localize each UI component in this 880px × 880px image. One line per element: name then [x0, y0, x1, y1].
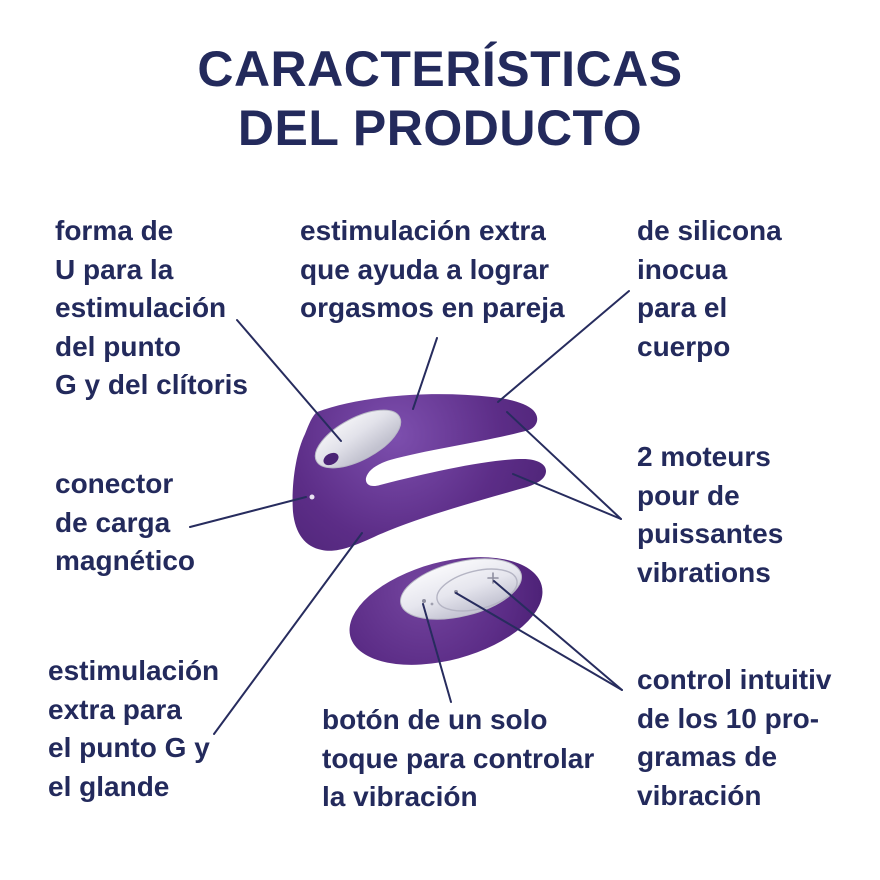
callout-line-control-b	[493, 580, 623, 691]
plus-mark	[487, 572, 499, 584]
callout-extra-stimulation: estimulación extra que ayuda a lograr or…	[300, 215, 565, 323]
power-button-dot	[422, 599, 426, 603]
callout-line-silicone	[497, 290, 630, 403]
callout-intuitive-control: control intuitiv de los 10 pro- gramas d…	[637, 664, 832, 811]
power-button-dot-2	[430, 602, 434, 606]
callout-body-safe-silicone: de silicona inocua para el cuerpo	[637, 215, 782, 362]
callout-line-control-a	[455, 592, 623, 691]
callout-line-extra-couple	[412, 337, 438, 410]
top-control-panel	[314, 409, 402, 469]
product-bottom-view	[349, 557, 543, 665]
callout-line-extra-gspot	[213, 532, 363, 735]
callout-line-u-shape	[236, 319, 342, 442]
top-button-hole	[323, 452, 339, 466]
page-title: CARACTERÍSTICAS DEL PRODUCTO	[0, 40, 880, 158]
product-top-view	[292, 394, 546, 551]
page-title-line1: CARACTERÍSTICAS	[197, 41, 683, 97]
callout-line-motor-bottom	[512, 473, 622, 520]
callout-u-shape: forma de U para la estimulación del punt…	[55, 215, 248, 400]
callout-two-motors: 2 moteurs pour de puissantes vibrations	[637, 441, 784, 588]
callout-line-button	[422, 603, 452, 703]
callout-extra-gspot-glans: estimulación extra para el punto G y el …	[48, 655, 220, 802]
callout-line-motor-top	[506, 411, 622, 520]
callout-magnetic-charging: conector de carga magnético	[55, 468, 196, 576]
magnetic-charging-dot	[309, 494, 315, 500]
callout-single-button: botón de un solo toque para controlar la…	[322, 704, 595, 812]
u-shaped-body	[292, 394, 546, 551]
page-title-line2: DEL PRODUCTO	[237, 100, 643, 156]
callout-line-magnetic	[189, 496, 307, 528]
